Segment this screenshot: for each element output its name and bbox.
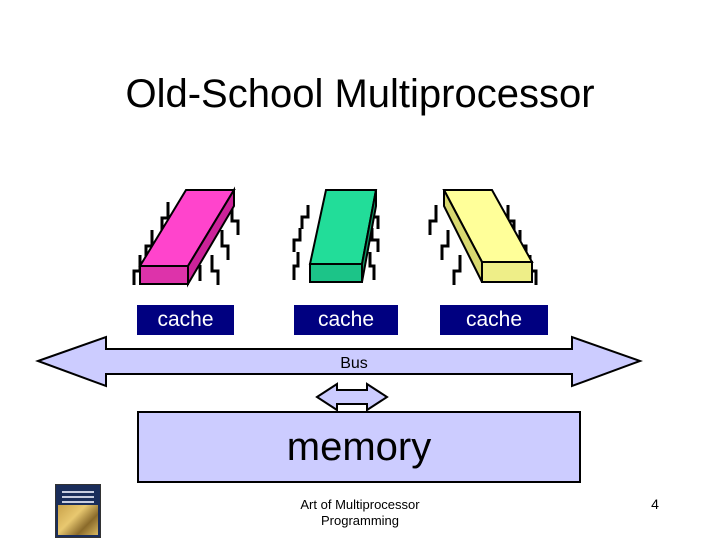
- processor-chip-2: [294, 190, 378, 282]
- cache-box-3: cache: [440, 305, 548, 335]
- footer-text: Art of Multiprocessor Programming: [260, 497, 460, 529]
- bus-label: Bus: [322, 355, 386, 373]
- memory-box: memory: [137, 411, 581, 483]
- processor-chip-3: [430, 190, 536, 285]
- page-number: 4: [640, 496, 670, 512]
- book-cover-image: [55, 484, 101, 538]
- bus-memory-connector-arrow: [317, 384, 387, 410]
- processor-chip-1: [134, 190, 238, 285]
- cache-box-1: cache: [137, 305, 234, 335]
- cache-box-2: cache: [294, 305, 398, 335]
